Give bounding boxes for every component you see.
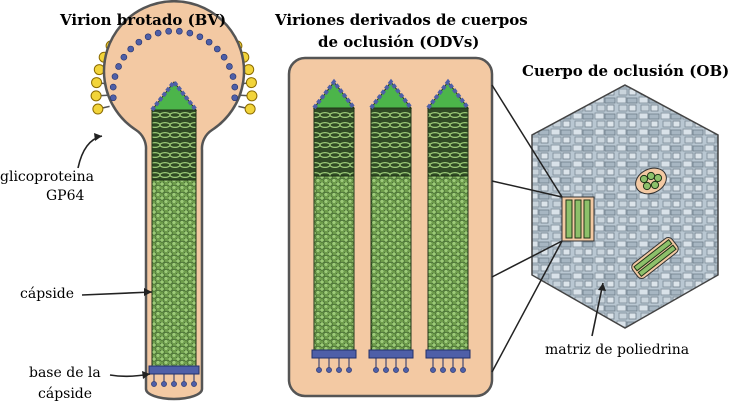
ob-embedded-odv-diagonal bbox=[631, 237, 679, 279]
polyhedrin-matrix-label: matriz de poliedrina bbox=[545, 342, 690, 358]
gp64-arrow bbox=[77, 135, 103, 169]
ob-embedded-odv-cross-section bbox=[635, 167, 667, 195]
matrix-arrow bbox=[591, 282, 604, 337]
capsid-arrow bbox=[81, 291, 153, 296]
glycoprotein-label-line2: GP64 bbox=[46, 188, 85, 204]
odv-to-ob-connectors bbox=[491, 84, 563, 373]
bv-membrane-beads bbox=[109, 27, 239, 102]
glycoprotein-label-line1: glicoproteina bbox=[0, 169, 95, 185]
occlusion-body bbox=[531, 84, 719, 329]
bv-nucleocapsid bbox=[148, 78, 200, 375]
ob-title: Cuerpo de oclusión (OB) bbox=[522, 62, 730, 80]
bv-title: Virion brotado (BV) bbox=[60, 11, 227, 29]
ob-embedded-odv-bundle bbox=[561, 196, 595, 242]
ob-polyhedrin-crystal bbox=[531, 84, 719, 329]
capsid-base-label-line2: cápside bbox=[38, 386, 93, 402]
budded-virion bbox=[90, 0, 258, 401]
occlusion-derived-virions bbox=[287, 56, 494, 398]
leader-arrows bbox=[77, 133, 606, 379]
bv-capsid-base bbox=[151, 374, 197, 387]
capsid-base-label-line1: base de la bbox=[29, 365, 101, 381]
capsid-label: cápside bbox=[20, 286, 75, 302]
odv-nucleocapsids bbox=[311, 78, 471, 373]
odv-title-line2: de oclusión (ODVs) bbox=[318, 33, 480, 51]
odv-title-line1: Viriones derivados de cuerpos bbox=[275, 11, 528, 29]
